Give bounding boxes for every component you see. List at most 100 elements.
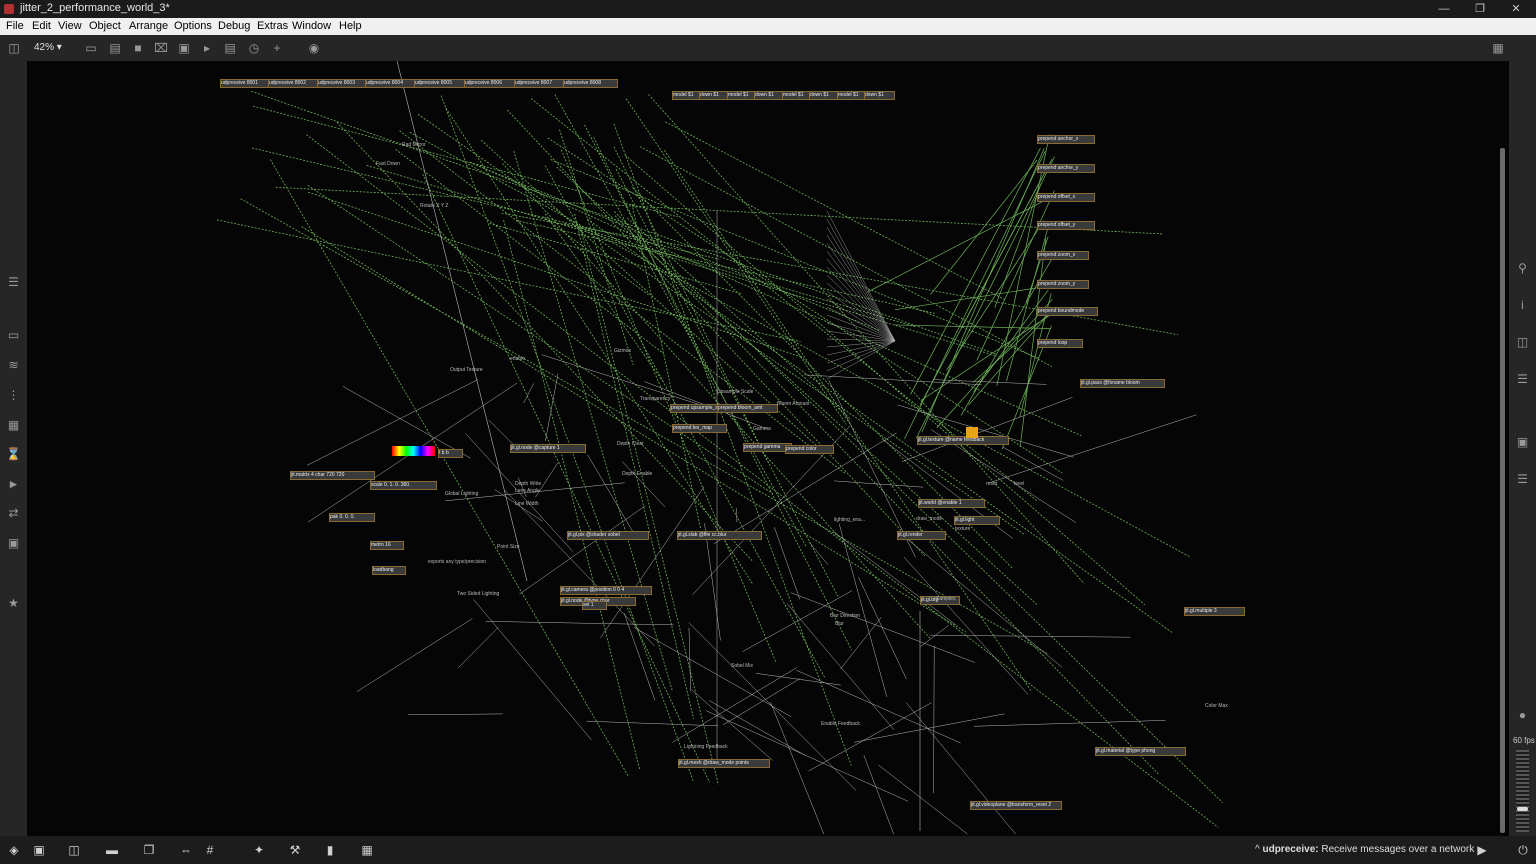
patch-object[interactable]: jit.gl.camera @position 0 0 4 — [560, 586, 652, 595]
patch-object[interactable]: prepend offset_x — [1037, 193, 1095, 202]
patch-cord[interactable] — [544, 165, 825, 678]
patch-object[interactable]: jit.gl.bfg — [920, 596, 960, 605]
grid-view-icon[interactable]: ▦ — [1492, 41, 1504, 55]
patch-cord[interactable] — [523, 383, 534, 404]
button-object-icon[interactable]: ⌧ — [154, 41, 168, 55]
number-object-icon[interactable]: ▸ — [203, 41, 211, 55]
patch-cord[interactable] — [708, 700, 805, 756]
menu-debug[interactable]: Debug — [218, 20, 251, 32]
patch-object[interactable]: udpreceive 8005 — [414, 79, 469, 88]
patch-cord[interactable] — [519, 505, 646, 595]
patch-object[interactable]: jit.gl.light — [954, 516, 1000, 525]
patch-cord[interactable] — [457, 627, 499, 669]
window-stack-icon[interactable]: ❐ — [143, 843, 155, 857]
plug-icon[interactable]: ► — [7, 477, 20, 491]
patch-cord[interactable] — [545, 373, 559, 442]
patch-object[interactable]: prepend color — [785, 445, 834, 454]
patch-cord[interactable] — [251, 90, 998, 355]
patch-cord[interactable] — [473, 599, 592, 741]
patch-cord[interactable] — [513, 150, 673, 691]
patch-cord[interactable] — [946, 220, 1045, 371]
patch-cord[interactable] — [639, 146, 1053, 368]
patch-cord[interactable] — [574, 213, 695, 719]
patch-cord[interactable] — [547, 137, 1063, 474]
patch-cord[interactable] — [988, 414, 1197, 484]
patch-cord[interactable] — [308, 191, 802, 358]
patch-cord[interactable] — [933, 379, 1047, 385]
patch-object[interactable]: jit.gl.multiple 3 — [1184, 607, 1245, 616]
patch-object[interactable]: jit.gl.videoplane @transform_reset 2 — [970, 801, 1062, 810]
patch-cord[interactable] — [356, 618, 473, 692]
patch-object[interactable]: jit.gl.texture @name feedback — [917, 436, 1009, 445]
patch-cord[interactable] — [663, 149, 1032, 692]
menu-options[interactable]: Options — [174, 20, 212, 32]
patch-cord[interactable] — [903, 556, 1029, 695]
patch-cord[interactable] — [897, 404, 1074, 458]
patch-cord[interactable] — [994, 183, 1042, 308]
patch-cord[interactable] — [826, 340, 896, 380]
menu-arrange[interactable]: Arrange — [129, 20, 169, 32]
patch-cord[interactable] — [878, 764, 968, 835]
patch-cord[interactable] — [672, 667, 798, 743]
menu-file[interactable]: File — [6, 20, 24, 32]
patch-cord[interactable] — [600, 486, 705, 638]
patch-object[interactable]: jit.gl.material @type phong — [1095, 747, 1186, 756]
patch-cord[interactable] — [269, 159, 630, 778]
patch-cord[interactable] — [518, 477, 527, 497]
patch-cord[interactable] — [648, 94, 1085, 584]
patch-cord[interactable] — [704, 523, 721, 641]
sidebar-toggle-icon[interactable]: ◫ — [8, 41, 20, 55]
console-list-icon[interactable]: ☰ — [1517, 372, 1528, 386]
patch-cord[interactable] — [586, 720, 719, 727]
patch-cord[interactable] — [770, 701, 825, 835]
patch-object[interactable]: loadbang — [372, 566, 406, 575]
patch-cord[interactable] — [826, 234, 896, 342]
patch-cord[interactable] — [826, 290, 896, 342]
patch-object[interactable]: jit.gl.node @capture 1 — [510, 444, 586, 453]
new-object-icon[interactable]: ▭ — [85, 41, 97, 55]
patch-object[interactable]: metro 16 — [370, 541, 404, 550]
patch-cord[interactable] — [894, 324, 1051, 329]
search-icon[interactable]: ⚲ — [1518, 261, 1527, 275]
patch-cord[interactable] — [691, 689, 773, 761]
patch-object[interactable]: udpreceive 8004 — [365, 79, 420, 88]
fps-slider-knob[interactable] — [1517, 807, 1528, 811]
patch-cord[interactable] — [541, 354, 724, 413]
patch-cord[interactable] — [826, 340, 896, 364]
patch-cord[interactable] — [688, 627, 691, 692]
patch-cord[interactable] — [834, 480, 924, 488]
patch-cord[interactable] — [665, 121, 1007, 301]
patch-cord[interactable] — [976, 190, 1055, 361]
patch-cord[interactable] — [395, 148, 664, 354]
patch-cord[interactable] — [838, 523, 888, 698]
patch-cord[interactable] — [713, 432, 897, 545]
patch-object[interactable]: prepend zoom_y — [1037, 280, 1089, 289]
patch-cord[interactable] — [409, 131, 1190, 557]
bars-icon[interactable]: ▮ — [326, 843, 334, 857]
patch-object[interactable]: udpreceive 8001 — [220, 79, 275, 88]
new-message-icon[interactable]: ▤ — [109, 41, 121, 55]
patch-cord[interactable] — [968, 306, 1056, 406]
presentation-icon[interactable]: ▣ — [33, 843, 45, 857]
patch-cord[interactable] — [465, 433, 574, 552]
vertical-scrollbar[interactable] — [1500, 148, 1505, 833]
patch-cord[interactable] — [826, 322, 896, 342]
patch-cord[interactable] — [826, 298, 896, 342]
patch-cord[interactable] — [631, 203, 702, 530]
info-icon[interactable]: i — [1521, 298, 1524, 312]
patch-cord[interactable] — [622, 461, 666, 508]
patch-cord[interactable] — [501, 212, 1179, 336]
patch-object[interactable]: jit.gl.mesh @draw_mode points — [678, 759, 770, 768]
patch-cord[interactable] — [633, 627, 792, 717]
patch-cord[interactable] — [826, 226, 896, 342]
patch-cord[interactable] — [560, 149, 777, 663]
patch-cord[interactable] — [688, 622, 857, 791]
patch-cord[interactable] — [826, 250, 896, 342]
patch-cord[interactable] — [796, 670, 961, 744]
menu-window[interactable]: Window — [292, 20, 332, 32]
frame-icon[interactable]: ▣ — [7, 536, 20, 550]
patch-cord[interactable] — [336, 121, 753, 562]
patch-cord[interactable] — [445, 482, 625, 502]
fps-slider[interactable] — [1516, 750, 1529, 832]
patch-object[interactable]: udpreceive 8007 — [514, 79, 569, 88]
